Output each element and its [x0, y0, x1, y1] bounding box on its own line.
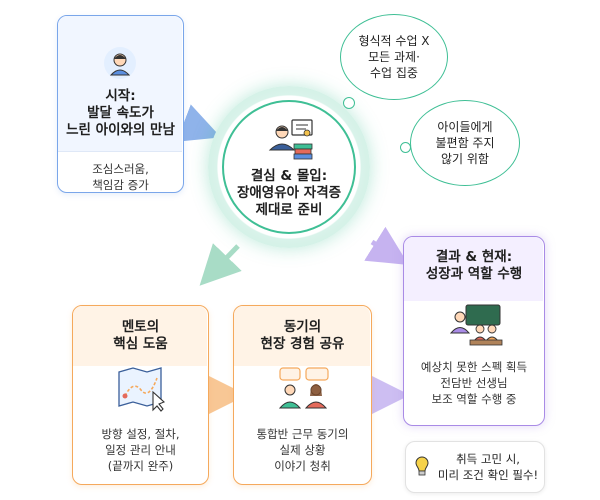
- conversation-icon: [278, 367, 329, 409]
- arrow-center-to-result: [364, 226, 409, 265]
- mentor-card: 멘토의 핵심 도움 방향 설정, 절차, 일정 관리 안내 (끝까지 완주): [72, 305, 209, 485]
- thought-bubble-right: 아이들에게 불편함 주지 않기 위함: [410, 100, 520, 186]
- center-title: 결심 & 몰입: 장애영유아 자격증 제대로 준비: [236, 168, 342, 218]
- classroom-icon: [449, 304, 503, 346]
- map-icon: [118, 367, 166, 412]
- result-card: 결과 & 현재: 성장과 역할 수행 예상치 못한 스펙 획득 전담반 선생님 …: [403, 236, 545, 426]
- peer-card: 동기의 현장 경험 공유 통합반 근무 동기의 실제 상황 이야기 청취: [233, 305, 372, 485]
- mentor-desc: 방향 설정, 절차, 일정 관리 안내 (끝까지 완주): [101, 427, 180, 473]
- study-person-icon: [268, 119, 313, 160]
- thought-bubble-top: 형식적 수업 X 모든 과제· 수업 집중: [340, 14, 448, 100]
- peer-title: 동기의 현장 경험 공유: [260, 319, 345, 352]
- start-title: 시작: 발달 속도가 느린 아이와의 만남: [66, 88, 175, 138]
- tip-text: 취득 고민 시, 미리 조건 확인 필수!: [437, 452, 539, 482]
- mentor-title: 멘토의 핵심 도움: [113, 319, 168, 352]
- result-desc: 예상치 못한 스펙 획득 전담반 선생님 보조 역할 수행 중: [420, 360, 528, 406]
- arrow-center-to-mentor: [199, 243, 242, 286]
- person-icon: [104, 47, 136, 79]
- tip-box: 취득 고민 시, 미리 조건 확인 필수!: [405, 441, 545, 493]
- start-card: 시작: 발달 속도가 느린 아이와의 만남 조심스러움, 책임감 증가: [57, 15, 184, 193]
- result-title: 결과 & 현재: 성장과 역할 수행: [425, 249, 523, 282]
- peer-desc: 통합반 근무 동기의 실제 상황 이야기 청취: [256, 427, 349, 473]
- arrow-start-to-center: [176, 104, 222, 142]
- start-desc: 조심스러움, 책임감 증가: [92, 162, 149, 192]
- lightbulb-icon: [415, 456, 429, 476]
